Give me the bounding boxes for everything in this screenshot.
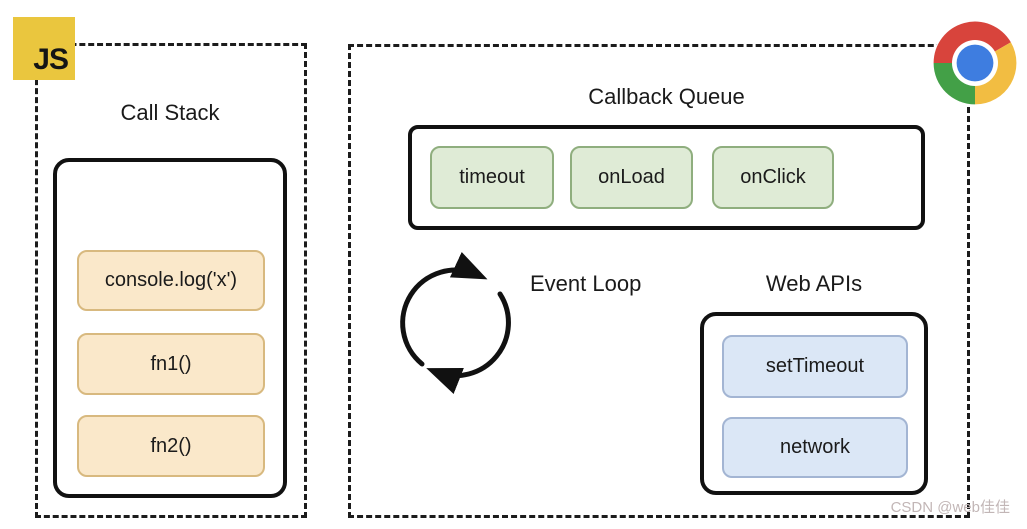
callback-queue-title: Callback Queue	[588, 84, 745, 109]
event-loop-cycle-icon	[400, 252, 511, 394]
queue-item: onLoad	[570, 146, 693, 209]
call-stack-title: Call Stack	[120, 100, 220, 125]
chrome-logo-icon	[932, 20, 1018, 106]
queue-item: timeout	[430, 146, 554, 209]
web-apis-box: setTimeout network	[700, 312, 928, 495]
queue-item: onClick	[712, 146, 834, 209]
web-apis-title: Web APIs	[765, 271, 863, 296]
javascript-logo-icon: JS	[13, 17, 75, 80]
stack-frame: console.log('x')	[77, 250, 265, 311]
callback-queue-box: timeout onLoad onClick	[408, 125, 925, 230]
web-api-item: setTimeout	[722, 335, 908, 398]
stack-frame: fn2()	[77, 415, 265, 477]
watermark: CSDN @web佳佳	[890, 499, 1010, 516]
web-api-item: network	[722, 417, 908, 478]
stack-frame: fn1()	[77, 333, 265, 395]
browser-container	[348, 44, 970, 518]
event-loop-label: Event Loop	[530, 271, 642, 296]
chrome-blue-center	[956, 44, 994, 82]
js-runtime-container	[35, 43, 307, 518]
